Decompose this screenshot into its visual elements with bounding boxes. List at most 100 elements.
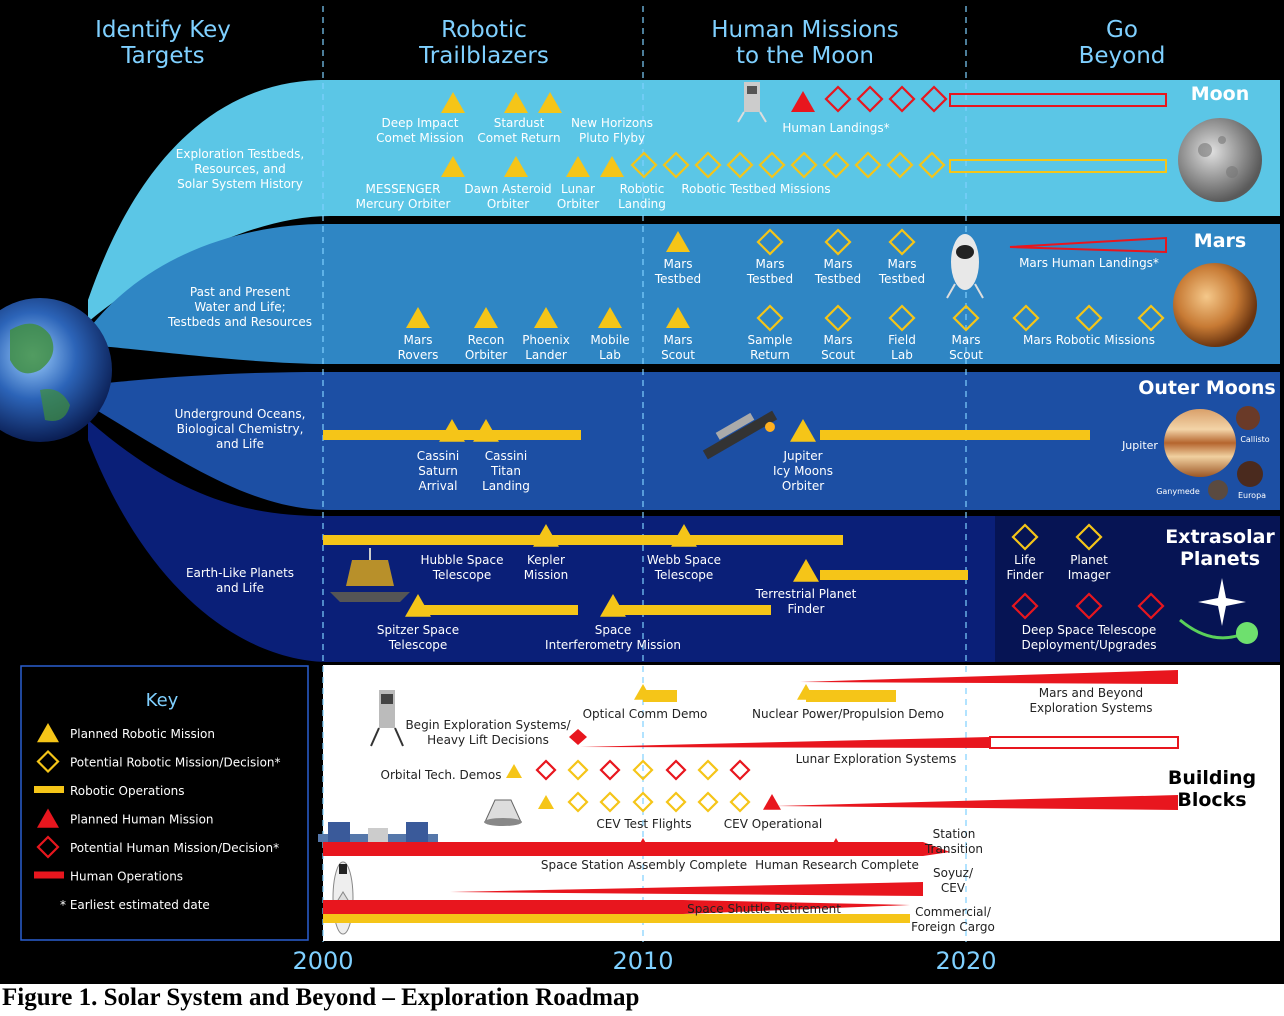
moon-planned-robotic-row2-1 [504, 156, 528, 177]
mars-testbed-potential-2 [888, 228, 916, 256]
block-cev-potential-2 [632, 791, 654, 813]
figure-caption: Figure 1. Solar System and Beyond – Expl… [2, 984, 640, 1011]
moon-potential-robotic-7 [854, 151, 882, 179]
block-cev-operational-marker [763, 794, 781, 810]
moon-planned-robotic-1 [504, 92, 528, 113]
mars-potential-robotic-0 [756, 304, 784, 332]
dest-building-1: Building [1168, 767, 1256, 789]
mars-planned-robotic-0 [406, 307, 430, 328]
webb-telescope-image [330, 548, 410, 602]
block-cev-ops [776, 795, 1178, 810]
key-item-6: * Earliest estimated date [60, 898, 210, 912]
dest-moon: Moon [1191, 83, 1250, 105]
key-symbol-human-ops [34, 871, 64, 879]
jimo-spacecraft-image [702, 410, 778, 460]
block-orbital-human-potential-2 [665, 759, 687, 781]
phase-beyond-1: Go [1106, 17, 1138, 43]
moon-potential-robotic-5 [790, 151, 818, 179]
block-nuclear-marker [797, 684, 815, 700]
block-human-research-marker [829, 838, 843, 851]
dest-mars: Mars [1194, 230, 1246, 252]
block-cev-marker [538, 795, 554, 809]
moon-label-europa: Europa [1238, 491, 1266, 500]
extrasolar-ops-tpf [820, 570, 968, 580]
mars-potential-robotic-3 [952, 304, 980, 332]
mars-testbed-potential-0 [756, 228, 784, 256]
target-label-2: Underground Oceans,Biological Chemistry,… [175, 407, 306, 451]
block-label-lunar: Lunar Exploration Systems [796, 752, 957, 766]
dest-extrasolar-2: Planets [1180, 548, 1260, 570]
block-label-cev-operational: CEV Operational [724, 817, 822, 831]
extrasolar-potential-robotic-0 [1011, 523, 1039, 551]
extrasolar-potential-human-1 [1075, 592, 1103, 620]
lander-image [737, 82, 767, 123]
block-cev-potential-1 [599, 791, 621, 813]
block-orbital-robotic-potential-1 [632, 759, 654, 781]
block-lunar-ops-future [989, 736, 1179, 749]
extrasolar-potential-human-2 [1137, 592, 1165, 620]
block-cev-potential-3 [665, 791, 687, 813]
phase-human-1: Human Missions [711, 17, 898, 43]
key-item-5: Human Operations [70, 870, 183, 884]
moon-label-callisto: Callisto [1240, 435, 1269, 444]
block-label-human-research: Human Research Complete [755, 858, 919, 872]
phase-robotic-1: Robotic [441, 17, 527, 43]
moon-label-robotic-testbed: Robotic Testbed Missions [681, 182, 830, 196]
extrasolar-planned-kepler [533, 524, 559, 547]
mars-planned-robotic-4 [666, 307, 690, 328]
moon-potential-robotic-2 [694, 151, 722, 179]
block-station-assembly-marker [636, 838, 650, 851]
block-nuclear-ops [806, 690, 896, 702]
block-cev-potential-4 [697, 791, 719, 813]
block-shuttle-ops [323, 900, 683, 914]
key-item-0: Planned Robotic Mission [70, 727, 215, 741]
key-box [20, 665, 309, 941]
outer-robotic-ops-jimo [820, 430, 1090, 440]
moon-planned-robotic-row2-3 [600, 156, 624, 177]
mars-label-human-landings: Mars Human Landings* [1019, 256, 1159, 270]
key-item-3: Planned Human Mission [70, 813, 214, 827]
extrasolar-planned-webb [671, 524, 697, 547]
moon-potential-robotic-3 [726, 151, 754, 179]
extrasolar-planned-spitzer [405, 594, 431, 617]
dest-extrasolar-1: Extrasolar [1165, 526, 1275, 548]
block-label-nuclear: Nuclear Power/Propulsion Demo [752, 707, 944, 721]
moon-planned-robotic-row2-0 [441, 156, 465, 177]
year-2000: 2000 [292, 947, 353, 975]
block-label-cev-test: CEV Test Flights [596, 817, 691, 831]
extrasolar-ops-spitzer [418, 605, 578, 615]
block-orbital-human-potential-1 [599, 759, 621, 781]
phase-identify-1: Identify Key [95, 17, 231, 43]
moon-image [1178, 118, 1262, 202]
key-title: Key [146, 690, 179, 711]
block-orbital-human-potential-3 [729, 759, 751, 781]
block-cargo-ops [323, 914, 910, 923]
outer-band [88, 372, 1280, 510]
block-label-soyuz: Soyuz/CEV [933, 866, 974, 895]
key-item-4: Potential Human Mission/Decision* [70, 841, 279, 855]
extrasolar-potential-human-0 [1011, 592, 1039, 620]
ganymede-image [1208, 480, 1228, 500]
mars-potential-robotic-5 [1075, 304, 1103, 332]
lunar-lander-block-image [370, 690, 404, 747]
mars-testbed-potential-1 [824, 228, 852, 256]
moon-human-ops [949, 93, 1167, 107]
